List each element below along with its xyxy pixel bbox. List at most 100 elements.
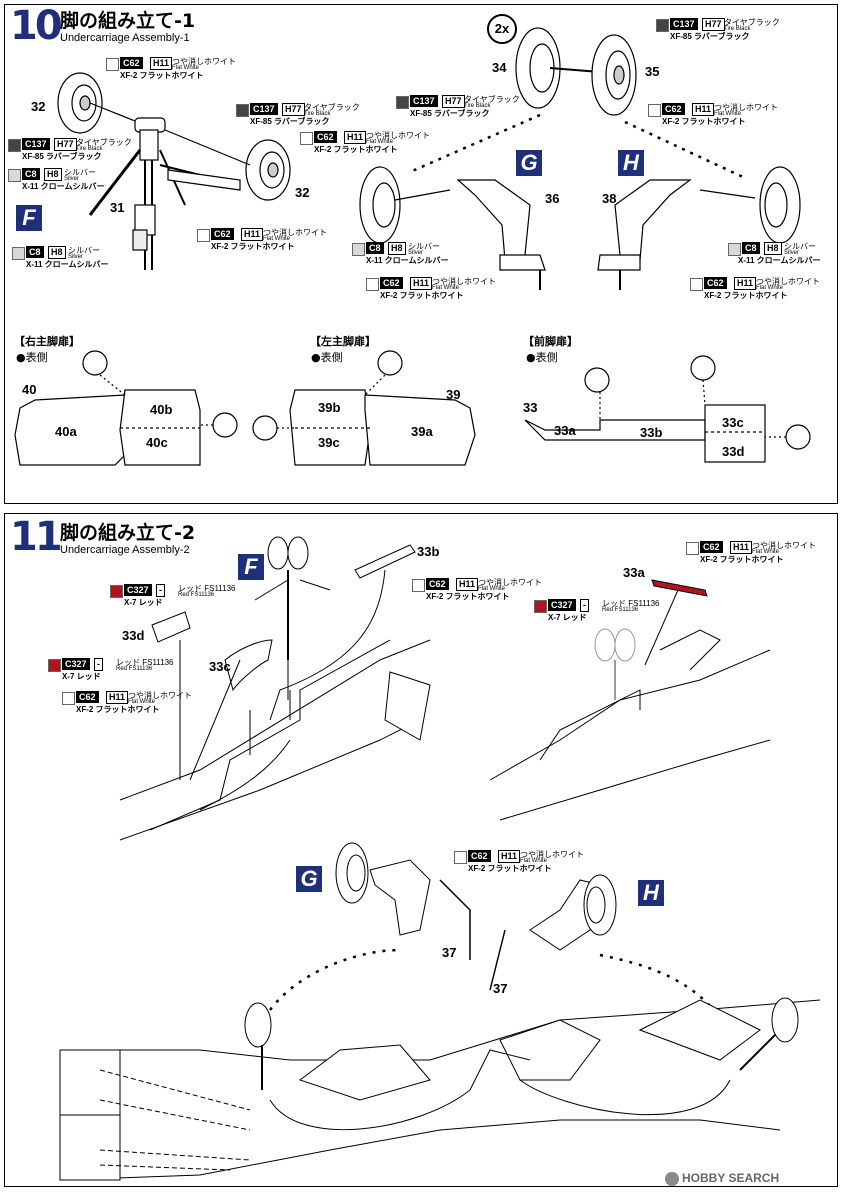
color-swatch xyxy=(648,104,661,117)
color-h-code: H11 xyxy=(734,277,757,290)
color-en-name: Silver xyxy=(784,250,800,256)
badge-H-step11: H xyxy=(638,880,664,906)
hobby-search-logo-icon xyxy=(665,1171,679,1186)
color-h-code: H11 xyxy=(344,131,367,144)
color-en-name: Silver xyxy=(408,250,424,256)
part-36-label: 36 xyxy=(545,191,560,206)
color-callout-c137-a: C137 H77 タイヤブラック Tire Black XF-85 ラバーブラッ… xyxy=(8,138,132,164)
color-callout-c62-a: C62 H11 つや消しホワイト Flat White XF-2 フラットホワイ… xyxy=(106,57,236,83)
color-h-code: H11 xyxy=(106,691,129,704)
part-33a-label: 33a xyxy=(554,423,576,438)
color-h-code: H8 xyxy=(764,242,782,255)
color-en-name: Flat White xyxy=(128,699,156,705)
part-32-right-label: 32 xyxy=(295,185,310,200)
color-sub-name: X-11 クロームシルバー xyxy=(738,256,821,265)
quantity-2x-badge: 2x xyxy=(487,14,517,44)
color-code: C8 xyxy=(22,168,40,180)
color-code: C137 xyxy=(22,138,50,150)
color-en-name: Silver xyxy=(64,176,80,182)
color-code: C8 xyxy=(366,242,384,254)
part-32-left-label: 32 xyxy=(31,99,46,114)
color-callout-c62-g: C62 H11 つや消しホワイト Flat White XF-2 フラットホワイ… xyxy=(62,691,192,717)
color-jp-name: シルバー xyxy=(408,242,440,251)
color-h-code: H8 xyxy=(44,168,62,181)
color-h-code: H77 xyxy=(702,18,725,31)
color-swatch xyxy=(197,229,210,242)
color-code: C62 xyxy=(120,57,143,69)
color-en-name: Flat White xyxy=(263,236,291,242)
part-37-left-label: 37 xyxy=(442,945,457,960)
color-jp-name: つや消しホワイト xyxy=(172,57,236,66)
left-main-door-side: ●表側 xyxy=(311,351,343,364)
part-39b-label: 39b xyxy=(318,400,341,415)
color-code: C137 xyxy=(250,103,278,115)
color-sub-name: X-7 レッド xyxy=(62,672,101,681)
color-code: C8 xyxy=(26,246,44,258)
color-jp-name: レッド FS11136 xyxy=(178,584,236,593)
color-swatch xyxy=(48,659,61,672)
color-code: C62 xyxy=(700,541,723,553)
color-callout-c137-c: C137 H77 タイヤブラック Tire Black XF-85 ラバーブラッ… xyxy=(656,18,780,44)
badge-F-step11: F xyxy=(238,554,264,580)
color-sub-name: XF-2 フラットホワイト xyxy=(380,291,464,300)
color-en-name: Red FS11136 xyxy=(602,607,639,613)
color-swatch xyxy=(396,96,409,109)
front-door-side: ●表側 xyxy=(526,351,558,364)
color-sub-name: XF-2 フラットホワイト xyxy=(700,555,784,564)
color-code: C62 xyxy=(380,277,403,289)
color-jp-name: シルバー xyxy=(68,246,100,255)
color-jp-name: シルバー xyxy=(784,242,816,251)
part-40c-label: 40c xyxy=(146,435,168,450)
color-swatch xyxy=(690,278,703,291)
color-h-code: H8 xyxy=(388,242,406,255)
color-callout-c327-a: C327 - レッド FS11136 Red FS11136 X-7 レッド xyxy=(110,584,236,610)
part-35-label: 35 xyxy=(645,64,660,79)
part-39c-label: 39c xyxy=(318,435,340,450)
color-sub-name: XF-2 フラットホワイト xyxy=(468,864,552,873)
color-sub-name: X-11 クロームシルバー xyxy=(26,260,109,269)
color-callout-c62-h: C62 H11 つや消しホワイト Flat White XF-2 フラットホワイ… xyxy=(412,578,542,604)
color-jp-name: タイヤブラック xyxy=(76,138,132,147)
color-callout-c62-d: C62 H11 つや消しホワイト Flat White XF-2 フラットホワイ… xyxy=(648,103,778,129)
color-h-code: H11 xyxy=(692,103,715,116)
color-en-name: Flat White xyxy=(752,549,780,555)
right-main-door-heading: 【右主脚扉】 xyxy=(14,335,80,348)
part-33a-step11-label: 33a xyxy=(623,565,645,580)
color-callout-c62-f: C62 H11 つや消しホワイト Flat White XF-2 フラットホワイ… xyxy=(690,277,820,303)
part-39a-label: 39a xyxy=(411,424,433,439)
part-33c-step11-label: 33c xyxy=(209,659,231,674)
part-37-right-label: 37 xyxy=(493,981,508,996)
color-jp-name: タイヤブラック xyxy=(304,103,360,112)
color-en-name: Flat White xyxy=(366,139,394,145)
color-code: C62 xyxy=(704,277,727,289)
color-jp-name: つや消しホワイト xyxy=(752,541,816,550)
color-swatch xyxy=(412,579,425,592)
color-en-name: Silver xyxy=(68,254,84,260)
color-jp-name: レッド FS11136 xyxy=(116,658,174,667)
color-h-code: H8 xyxy=(48,246,66,259)
color-en-name: Tire Black xyxy=(724,26,751,32)
color-swatch xyxy=(534,600,547,613)
color-h-code: H11 xyxy=(241,228,264,241)
color-h-code: H11 xyxy=(498,850,521,863)
color-callout-c62-i: C62 H11 つや消しホワイト Flat White XF-2 フラットホワイ… xyxy=(686,541,816,567)
color-jp-name: つや消しホワイト xyxy=(432,277,496,286)
color-jp-name: つや消しホワイト xyxy=(714,103,778,112)
color-sub-name: X-11 クロームシルバー xyxy=(366,256,449,265)
color-h-code: H77 xyxy=(282,103,305,116)
color-callout-c8-b: C8 H8 シルバー Silver X-11 クロームシルバー xyxy=(12,246,122,272)
color-swatch xyxy=(62,692,75,705)
color-code: C62 xyxy=(468,850,491,862)
color-en-name: Red FS11136 xyxy=(178,592,215,598)
color-jp-name: つや消しホワイト xyxy=(756,277,820,286)
part-38-label: 38 xyxy=(602,191,617,206)
color-code: C327 xyxy=(548,599,576,611)
color-callout-c327-c: C327 - レッド FS11136 Red FS11136 X-7 レッド xyxy=(534,599,660,625)
watermark-text: HOBBY SEARCH xyxy=(682,1171,780,1185)
color-callout-c8-c: C8 H8 シルバー Silver X-11 クロームシルバー xyxy=(352,242,462,268)
color-code: C62 xyxy=(76,691,99,703)
color-sub-name: XF-2 フラットホワイト xyxy=(76,705,160,714)
part-31-label: 31 xyxy=(110,200,125,215)
color-sub-name: XF-2 フラットホワイト xyxy=(211,242,295,251)
